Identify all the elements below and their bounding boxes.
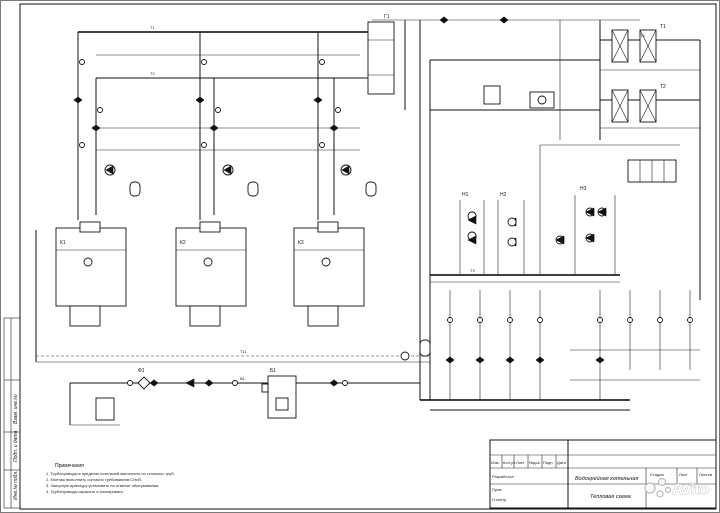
stamp-label-replace: Взам. инв.№ xyxy=(13,394,19,424)
tank-tag: Б1 xyxy=(270,368,276,374)
valves xyxy=(73,16,509,387)
note-line-1: 1. Трубопроводы в пределах котельной вып… xyxy=(46,471,175,476)
gauges xyxy=(79,59,348,386)
note-line-4: 4. Трубопроводы окрасить и изолировать. xyxy=(46,489,124,494)
pump-group-2: Н2 xyxy=(497,192,525,275)
right-piping xyxy=(430,20,701,300)
filter-tag: Ф1 xyxy=(138,368,145,374)
hx-1-tag: Т1 xyxy=(660,24,666,30)
note-line-3: 3. Запорную арматуру установить на отмет… xyxy=(46,483,159,488)
boiler-pumps xyxy=(104,164,377,197)
pump-group-2-tag: Н2 xyxy=(500,192,507,198)
boiler-3-tag: К3 xyxy=(298,240,304,246)
pump-group-3: Н3 xyxy=(555,186,616,275)
heat-exchangers: Т1 Т2 xyxy=(611,24,666,123)
tb-stage: Стадия xyxy=(650,472,664,477)
pipe-code-t4: Т4 xyxy=(640,33,645,38)
notes-heading: Примечания xyxy=(55,463,84,469)
avito-dots-icon xyxy=(644,477,672,498)
tb-head-doc: №док. xyxy=(529,460,541,465)
watermark-text: Avito xyxy=(672,481,709,498)
right-equipment xyxy=(483,85,677,183)
stamp-label-sign: Подп. и дата xyxy=(13,430,19,462)
left-margin-stamp: Инв.№ подл. Подп. и дата Взам. инв.№ xyxy=(3,317,21,509)
boiler-1: К1 xyxy=(55,221,127,327)
drawing-frame xyxy=(19,3,717,510)
tb-sheet: Лист xyxy=(679,472,688,477)
tb-sheets: Листов xyxy=(699,472,712,477)
watermark: Avito xyxy=(644,477,709,498)
tb-head-list: Лист xyxy=(516,460,525,465)
pipe-code-t3: Т3 xyxy=(470,268,475,273)
tb-role-check: Пров. xyxy=(492,487,503,492)
hx-2-tag: Т2 xyxy=(660,84,666,90)
pipe-code-labels: Т1 Т2 В1 Т3 Т4 Т11 xyxy=(150,25,645,381)
pipe-code-v1: В1 xyxy=(240,376,246,381)
pipe-code-t1: Т1 xyxy=(150,25,155,30)
makeup-equipment: Ф1 Б1 xyxy=(95,339,431,421)
sheet-title: Тепловая схема xyxy=(590,494,631,500)
pipe-code-t2: Т2 xyxy=(150,71,155,76)
pipe-code-t11: Т11 xyxy=(240,349,247,354)
hydraulic-header: Г1 xyxy=(367,14,395,95)
drawing-title: Водогрейная котельная xyxy=(575,475,638,482)
tb-head-date: Дата xyxy=(557,460,567,465)
header-tag: Г1 xyxy=(384,14,390,20)
notes-block: Примечания 1. Трубопроводы в пределах ко… xyxy=(46,463,175,494)
title-block: Изм. Кол.уч. Лист №док. Подп. Дата Разра… xyxy=(489,439,717,509)
tb-head-kol: Кол.уч. xyxy=(503,460,516,465)
stamp-label-inv: Инв.№ подл. xyxy=(13,470,19,500)
tb-role-norm: Н.контр. xyxy=(492,497,507,502)
boilers: К1 К2 К3 xyxy=(55,221,365,327)
boiler-3: К3 xyxy=(293,221,365,327)
pump-groups: Н1 Н2 Н3 xyxy=(459,186,616,275)
tb-head-sign: Подп. xyxy=(543,460,554,465)
note-line-2: 2. Монтаж выполнить согласно требованиям… xyxy=(46,477,142,482)
distribution-outlets xyxy=(445,290,700,400)
pump-group-3-tag: Н3 xyxy=(580,186,587,192)
tb-role-dev: Разработал xyxy=(492,474,514,479)
boiler-2-tag: К2 xyxy=(180,240,186,246)
boiler-2: К2 xyxy=(175,221,247,327)
tb-head-izm: Изм. xyxy=(491,460,500,465)
boiler-1-tag: К1 xyxy=(60,240,66,246)
pump-group-1-tag: Н1 xyxy=(462,192,469,198)
pump-group-1: Н1 xyxy=(459,192,485,275)
